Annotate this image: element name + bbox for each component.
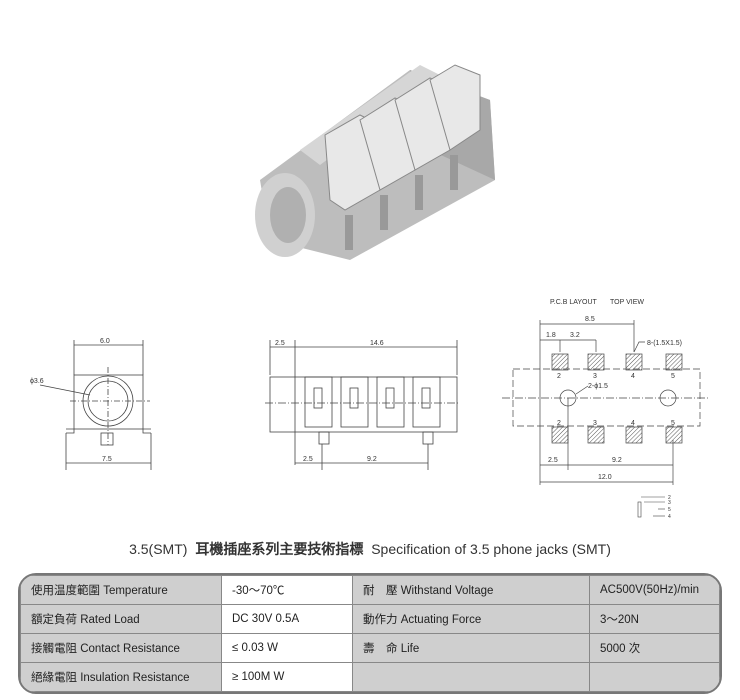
spec-label (352, 662, 590, 692)
spec-label: 額定負荷 Rated Load (20, 604, 222, 634)
table-row: 接觸電阻 Contact Resistance ≤ 0.03 W 壽 命 Lif… (20, 633, 720, 663)
dim-pin-span: 9.2 (367, 456, 377, 463)
spec-value: ≥ 100M W (221, 662, 353, 692)
schematic-pin: 2 (668, 495, 671, 501)
front-view-drawing: 6.0 ϕ3.6 7.5 (30, 338, 152, 470)
schematic-pin: 4 (668, 514, 671, 520)
spec-value (589, 662, 720, 692)
spec-value: 3～20N (589, 604, 720, 634)
side-view-drawing: 2.5 14.6 2.5 9.2 (265, 340, 460, 470)
spec-label: 使用温度範圍 Temperature (20, 575, 222, 605)
dim-lead: 2.5 (275, 340, 285, 347)
spec-value: DC 30V 0.5A (221, 604, 353, 634)
pad-number: 5 (671, 373, 675, 380)
dim-base: 7.5 (102, 456, 112, 463)
spec-value: -30～70℃ (221, 575, 353, 605)
spec-label: 絕緣電阻 Insulation Resistance (20, 662, 222, 692)
spec-label: 壽 命 Life (352, 633, 590, 663)
spec-value: AC500V(50Hz)/min (589, 575, 720, 605)
spec-value: 5000 次 (589, 633, 720, 663)
dim-hole: ϕ3.6 (30, 378, 44, 385)
spec-value: ≤ 0.03 W (221, 633, 353, 663)
dim-2-5: 2.5 (548, 457, 558, 464)
pcb-layout-drawing: P.C.B LAYOUT TOP VIEW 8.5 1.8 3.2 8-(1.5… (502, 299, 710, 520)
spec-label: 動作力 Actuating Force (352, 604, 590, 634)
dim-1-8: 1.8 (546, 332, 556, 339)
dim-12-0: 12.0 (598, 474, 612, 481)
pad-number: 2 (557, 373, 561, 380)
pad-number: 3 (593, 420, 597, 427)
dim-3-2: 3.2 (570, 332, 580, 339)
dim-8-5: 8.5 (585, 316, 595, 323)
schematic-pin: 5 (668, 507, 671, 513)
hole-spec: 2-ϕ1.5 (588, 383, 608, 390)
pad-number: 4 (631, 373, 635, 380)
table-row: 絕緣電阻 Insulation Resistance ≥ 100M W (20, 662, 720, 692)
pad-number: 4 (631, 420, 635, 427)
pad-number: 5 (671, 420, 675, 427)
spec-table: 使用温度範圍 Temperature -30～70℃ 耐 壓 Withstand… (18, 573, 722, 694)
top-view-label: TOP VIEW (610, 299, 644, 306)
pad-number: 2 (557, 420, 561, 427)
dim-length: 14.6 (370, 340, 384, 347)
spec-label: 接觸電阻 Contact Resistance (20, 633, 222, 663)
pcb-layout-label: P.C.B LAYOUT (550, 299, 598, 306)
pad-spec: 8-(1.5X1.5) (647, 340, 682, 347)
title-english: Specification of 3.5 phone jacks (SMT) (371, 541, 611, 557)
pad-number: 3 (593, 373, 597, 380)
spec-title: 3.5(SMT) 耳機插座系列主要技術指標 Specification of 3… (0, 539, 740, 559)
dim-9-2: 9.2 (612, 457, 622, 464)
table-row: 使用温度範圍 Temperature -30～70℃ 耐 壓 Withstand… (20, 575, 720, 605)
schematic-symbol (637, 496, 665, 518)
dim-width: 6.0 (100, 338, 110, 345)
table-row: 額定負荷 Rated Load DC 30V 0.5A 動作力 Actuatin… (20, 604, 720, 634)
title-chinese: 耳機插座系列主要技術指標 (195, 541, 364, 557)
dim-pin-offset: 2.5 (303, 456, 313, 463)
spec-label: 耐 壓 Withstand Voltage (352, 575, 590, 605)
title-prefix: 3.5(SMT) (129, 541, 188, 557)
schematic-pin: 3 (668, 500, 671, 506)
product-photo (255, 64, 495, 260)
